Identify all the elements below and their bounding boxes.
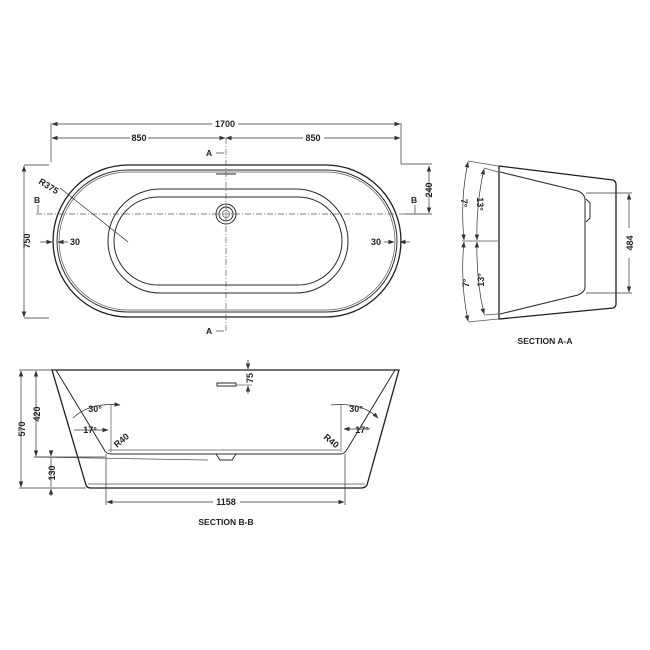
dim-half-length-right: 850 — [305, 133, 320, 143]
radius-right: R40 — [322, 432, 341, 450]
dim-overall-height: 570 — [17, 421, 27, 436]
dim-inner-depth-bb: 420 — [32, 406, 42, 421]
dim-inner-depth-aa: 484 — [625, 235, 635, 250]
section-b-b: 75 570 420 130 1158 30° 17° R40 30° 17 — [17, 360, 400, 527]
angle-right-inner: 17° — [355, 425, 369, 435]
dim-overall-length: 1700 — [215, 119, 235, 129]
angle-outer-bottom-aa: 7° — [461, 278, 471, 287]
section-b-marker-left: B — [34, 195, 40, 205]
dim-half-length-left: 850 — [131, 133, 146, 143]
section-a-a: 484 7° 13° 7° 13° SECTION A-A — [459, 160, 635, 346]
overflow-slot-icon — [216, 382, 237, 387]
dim-rim-left: 30 — [70, 237, 80, 247]
dim-overall-width: 750 — [22, 233, 32, 248]
section-aa-title: SECTION A-A — [518, 336, 573, 346]
angle-left-inner: 17° — [83, 425, 97, 435]
section-b-marker-right: B — [411, 195, 417, 205]
section-bb-title: SECTION B-B — [198, 517, 253, 527]
plan-view: 1700 850 850 750 240 A — [21, 119, 434, 336]
dim-rim-right: 30 — [371, 237, 381, 247]
angle-right-outer: 30° — [349, 404, 363, 414]
angle-inner-top-aa: 13° — [475, 197, 485, 211]
angle-outer-top-aa: 7° — [459, 199, 469, 208]
section-a-marker-top: A — [206, 148, 212, 158]
dim-overflow-75: 75 — [245, 373, 255, 383]
dim-offset-240: 240 — [424, 182, 434, 197]
dim-base-height: 130 — [47, 465, 57, 480]
angle-left-outer: 30° — [88, 404, 102, 414]
section-a-marker-bottom: A — [206, 326, 212, 336]
dim-corner-radius: R375 — [37, 176, 61, 196]
angle-inner-bottom-aa: 13° — [476, 273, 486, 287]
dim-inner-base-length: 1158 — [216, 497, 236, 507]
radius-left: R40 — [112, 431, 131, 449]
